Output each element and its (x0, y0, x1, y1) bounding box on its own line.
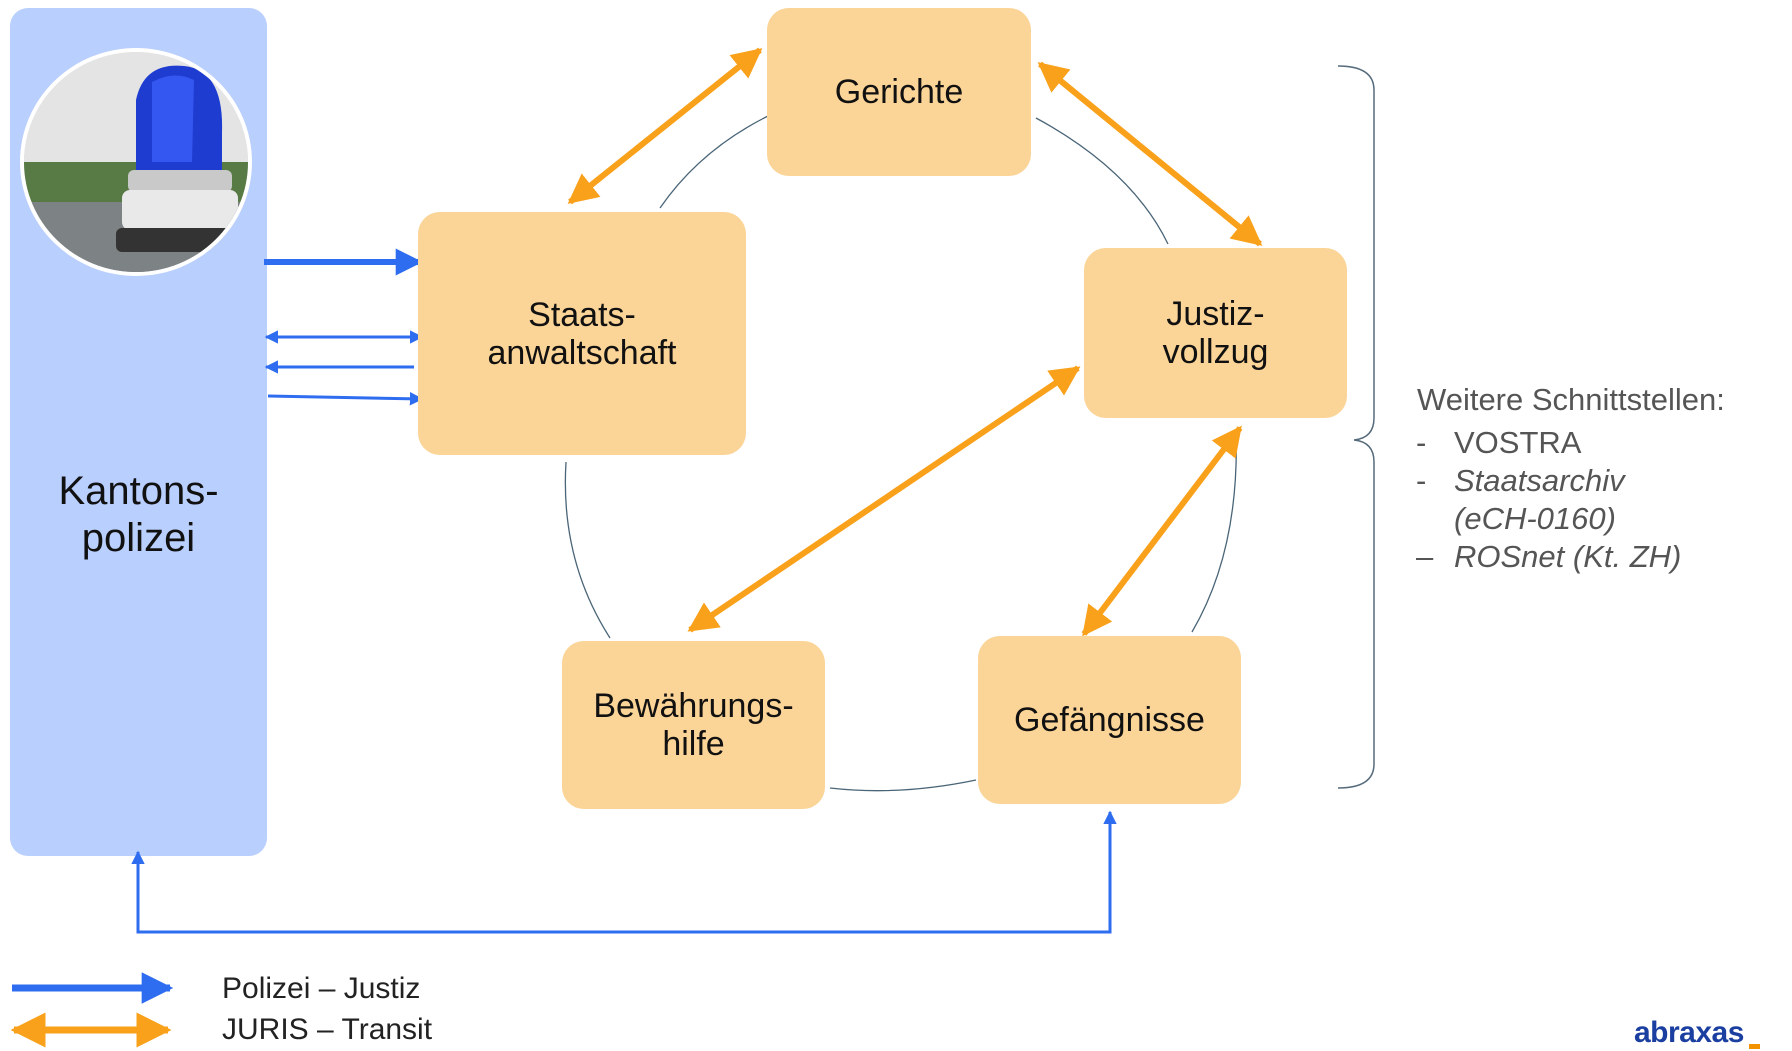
police-arrow-prison-link (131, 810, 1117, 934)
interfaces-bullet-spacer (1416, 500, 1454, 538)
juris-arrow-justizvollzug-bewaehrungshilfe (687, 365, 1081, 633)
node-gerichte: Gerichte (767, 8, 1031, 176)
interfaces-item-label: Staatsarchiv (1454, 463, 1625, 498)
node-staatsanwaltschaft: Staats- anwaltschaft (418, 212, 746, 455)
interfaces-item-staatsarchiv: - Staatsarchiv (1416, 462, 1681, 500)
node-gefaengnisse: Gefängnisse (978, 636, 1241, 804)
interfaces-list: - VOSTRA - Staatsarchiv (eCH-0160) – ROS… (1416, 424, 1681, 576)
juris-arrow-justizvollzug-gefaengnisse (1081, 425, 1243, 637)
legend-police-justiz: Polizei – Justiz (222, 972, 421, 1005)
node-gefaengnisse-label: Gefängnisse (1014, 701, 1205, 739)
interfaces-item-sublabel: (eCH-0160) (1454, 501, 1616, 536)
abraxas-logo: abraxas (1634, 1016, 1744, 1049)
juris-arrows (567, 47, 1263, 637)
legend-juris-transit: JURIS – Transit (222, 1013, 433, 1046)
police-label-line2: polizei (81, 516, 196, 560)
arc-bewaehrungshilfe-gefaengnisse (829, 779, 977, 792)
interfaces-item-staatsarchiv-cont: (eCH-0160) (1416, 500, 1681, 538)
police-arrow-forward (267, 392, 424, 406)
node-bewaehrungshilfe: Bewährungs- hilfe (562, 641, 825, 809)
police-blue-light-icon (20, 48, 252, 276)
interfaces-item-vostra: - VOSTRA (1416, 424, 1681, 462)
arc-gerichte-staatsanwaltschaft (659, 115, 769, 209)
police-arrows (131, 248, 1117, 934)
node-justizvollzug-line1: Justiz- (1166, 295, 1265, 333)
interfaces-bullet: – (1416, 539, 1434, 574)
node-bewaehrungshilfe-line2: hilfe (662, 725, 725, 763)
interfaces-title: Weitere Schnittstellen: (1417, 382, 1725, 417)
arc-staatsanwaltschaft-bewaehrungshilfe (564, 461, 611, 639)
interfaces-bullet: - (1416, 463, 1427, 498)
node-staatsanwaltschaft-line2: anwaltschaft (487, 333, 677, 372)
node-bewaehrungshilfe-line1: Bewährungs- (593, 687, 794, 725)
police-label-line1: Kantons- (58, 469, 219, 513)
juris-arrow-gerichte-justizvollzug (1037, 61, 1263, 247)
interfaces-brace (1337, 65, 1375, 789)
arc-gerichte-justizvollzug (1035, 117, 1169, 245)
node-justizvollzug-line2: vollzug (1162, 333, 1269, 371)
interfaces-item-label: VOSTRA (1454, 425, 1582, 460)
node-staatsanwaltschaft-line1: Staats- (528, 295, 636, 334)
police-label: Kantons- polizei (10, 468, 267, 562)
interfaces-item-label: ROSnet (Kt. ZH) (1454, 539, 1682, 574)
node-gerichte-label: Gerichte (834, 73, 964, 111)
abraxas-logo-mark (1749, 1044, 1760, 1049)
juris-arrow-gerichte-staatsanwaltschaft (567, 47, 763, 205)
node-justizvollzug: Justiz- vollzug (1084, 248, 1347, 418)
interfaces-item-rosnet: – ROSnet (Kt. ZH) (1416, 538, 1681, 576)
interfaces-bullet: - (1416, 425, 1427, 460)
